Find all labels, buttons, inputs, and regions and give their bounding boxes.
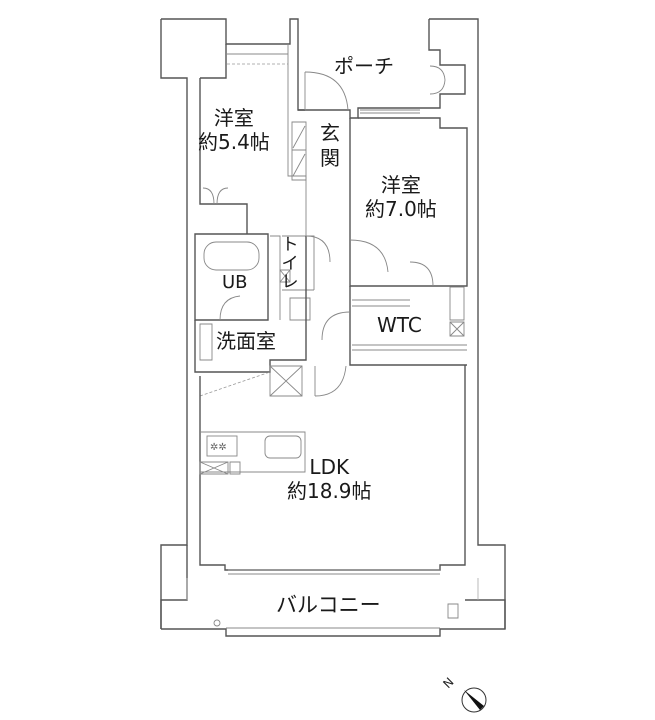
room-label-entrance: 玄関 [318,121,342,171]
western-room-1-walls [199,44,307,240]
ldk-walls: ✲✲ [199,365,466,575]
room-name: UB [222,272,248,293]
room-label-ldk: LDK 約18.9帖 [287,455,372,503]
room-name: トイレ [281,235,299,293]
room-size: 約7.0帖 [365,197,437,221]
compass: N [440,675,490,716]
room-name: 洋室 [380,173,421,197]
room-name: 洋室 [213,106,254,130]
room-label-toilet: トイレ [281,236,299,292]
exterior-walls [160,18,506,637]
room-size: 約5.4帖 [198,130,270,154]
room-label-wtc: WTC [377,313,422,337]
svg-text:✲✲: ✲✲ [210,442,227,453]
room-label-washroom: 洗面室 [216,329,276,353]
room-name: WTC [377,313,422,337]
wtc-walls [321,286,467,366]
room-name: ポーチ [334,54,394,78]
room-label-unit-bath: UB [222,272,248,294]
room-label-western-2: 洋室 約7.0帖 [365,173,437,221]
room-name: LDK [309,455,350,479]
wet-area-walls [194,233,331,397]
room-name: 洗面室 [216,329,276,353]
room-label-western-1: 洋室 約5.4帖 [198,106,270,154]
room-size: 約18.9帖 [287,479,372,503]
room-name: 玄関 [320,121,340,170]
room-label-porch: ポーチ [334,54,394,78]
room-label-balcony: バルコニー [276,593,381,618]
room-name: バルコニー [276,593,381,617]
north-arrow-icon [461,687,487,713]
porch-walls [291,65,446,181]
balcony-walls [186,578,479,629]
